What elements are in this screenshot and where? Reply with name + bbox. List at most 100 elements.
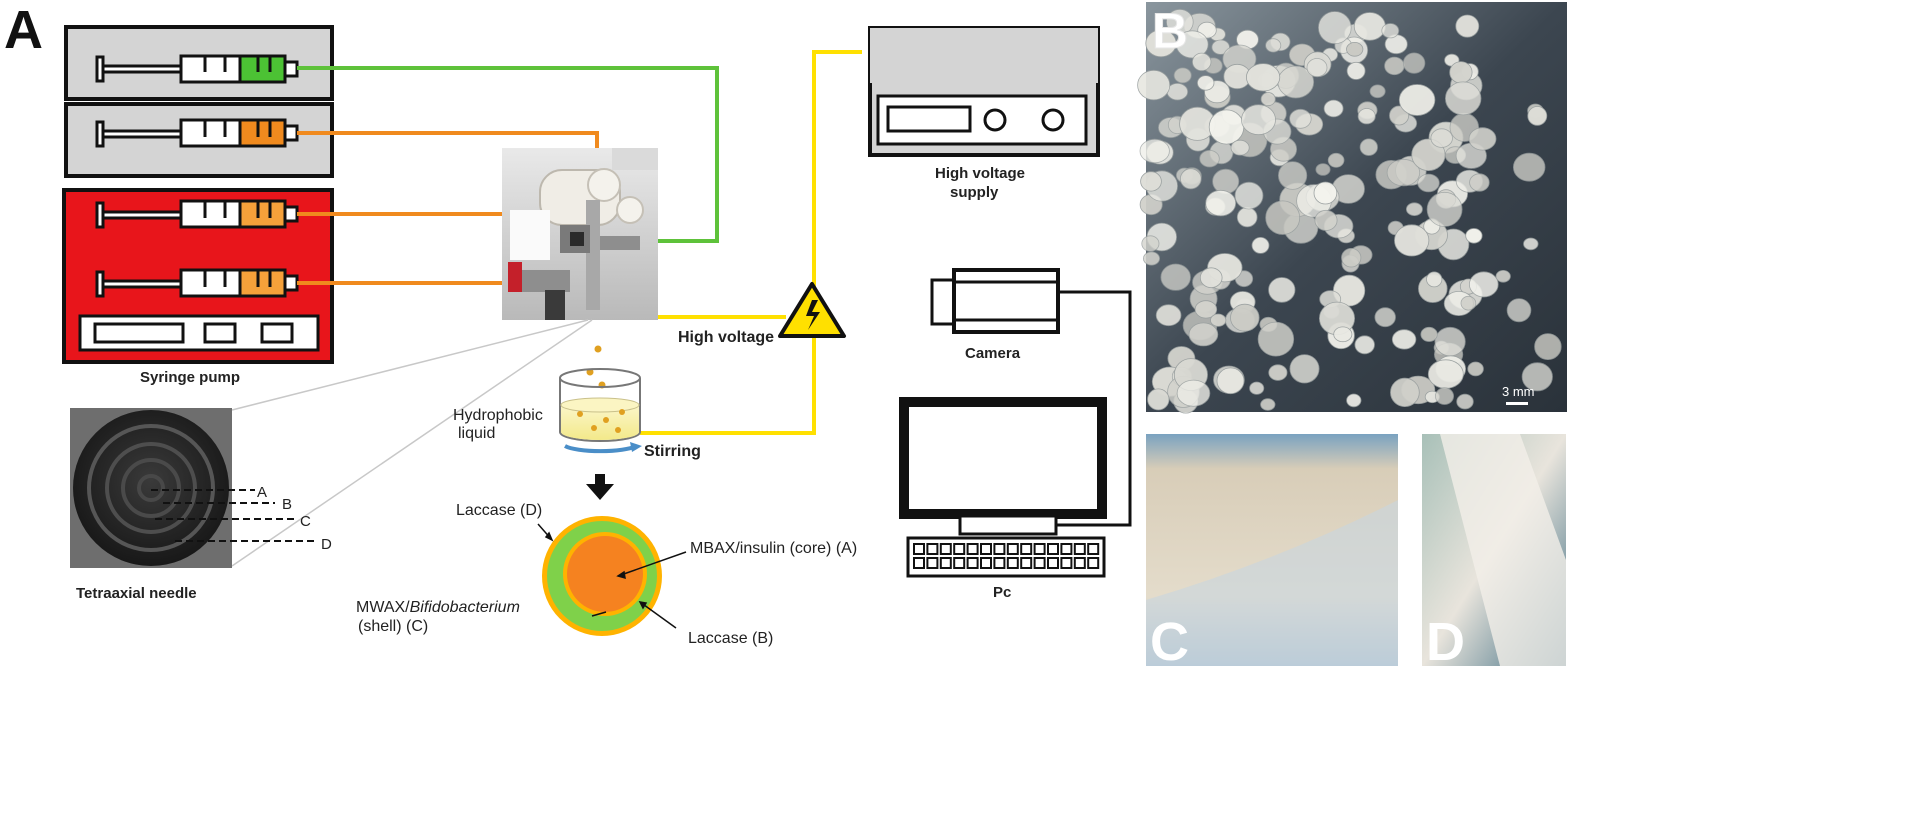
microcapsule-bead [1455, 14, 1480, 38]
microcapsule-bead [1191, 52, 1212, 72]
hydrophobic-liquid-label-1: Hydrophobic [453, 407, 543, 424]
microcapsule-bead [1265, 200, 1301, 235]
microcapsule-bead [1137, 69, 1171, 101]
microcapsule-bead [1265, 38, 1282, 53]
keyboard-key [1020, 557, 1033, 569]
keyboard-key [966, 557, 979, 569]
panel-label-c: C [1150, 612, 1189, 672]
keyboard-key [953, 543, 966, 555]
photo-panel-d: D [1422, 434, 1566, 672]
keyboard-key [1060, 557, 1073, 569]
syringe-pump-green [64, 25, 334, 101]
green-tube [297, 66, 719, 243]
microcapsule-bead [1444, 81, 1482, 116]
microcapsule-bead [1467, 361, 1484, 377]
laccase-b-label: Laccase (B) [688, 630, 773, 647]
high-voltage-supply [868, 26, 1100, 157]
microcapsule-bead [1411, 138, 1446, 172]
keyboard-key [966, 543, 979, 555]
keyboard-key [1073, 557, 1086, 569]
arrow-down-icon [586, 474, 614, 500]
microcapsule-bead [1241, 104, 1276, 136]
microcapsule-bead [1210, 313, 1227, 327]
microcapsule-bead [1506, 298, 1532, 323]
mwax-shell-label-2: (shell) (C) [358, 618, 428, 635]
microcapsule-bead [1434, 326, 1466, 357]
tetraaxial-needle-photo [70, 408, 318, 568]
microcapsule-bead [1394, 224, 1430, 257]
microcapsule-bead [1199, 267, 1223, 289]
monitor-icon [899, 397, 1107, 536]
microcapsule-bead [1427, 359, 1464, 389]
microcapsule-bead [1268, 277, 1296, 303]
microcapsule-bead [1469, 271, 1499, 298]
syringe-orange [95, 118, 299, 148]
microcapsule-bead [1402, 52, 1426, 74]
keyboard-key [953, 557, 966, 569]
microcapsule-bead [1354, 335, 1375, 355]
microcapsule-bead [1341, 248, 1362, 268]
microcapsule-bead [1208, 109, 1245, 145]
microcapsule-bead [1257, 321, 1295, 357]
microcapsule-bead [1323, 99, 1344, 118]
keyboard-key [1087, 543, 1100, 555]
syringe-red-top [95, 199, 299, 229]
microcapsule-bead [1268, 364, 1288, 381]
keyboard-key [993, 543, 1006, 555]
needle-label-a: A [257, 484, 267, 501]
keyboard-key [1033, 543, 1046, 555]
microcapsule-bead [1417, 173, 1440, 193]
yellow-wire-beaker [640, 338, 816, 435]
tetraaxial-needle-label: Tetraaxial needle [76, 585, 197, 602]
keyboard-key [926, 557, 939, 569]
panel-label-b: B [1152, 3, 1188, 59]
microcapsule-bead [1381, 23, 1400, 39]
scale-bar-label: 3 mm [1502, 384, 1535, 399]
high-voltage-label: High voltage [678, 329, 774, 346]
microcapsule-bead [1313, 181, 1338, 205]
keyboard-key [939, 543, 952, 555]
keyboard-key [1020, 543, 1033, 555]
microcapsule-bead [1435, 387, 1455, 405]
syringe-green [95, 54, 299, 84]
microcapsule-bead [1391, 329, 1417, 350]
keyboard-key [1047, 543, 1059, 555]
microcapsule-bead [1327, 152, 1345, 168]
microcapsule-bead [1398, 84, 1436, 116]
warning-high-voltage-icon [778, 282, 846, 338]
microcapsule-bead [1346, 41, 1364, 57]
microcapsule-bead [1521, 362, 1553, 392]
orange-tube-top [297, 131, 599, 152]
mbax-core-label: MBAX/insulin (core) (A) [690, 540, 857, 557]
microcapsule-bead [1318, 11, 1352, 45]
microcapsule-bead [1166, 82, 1189, 101]
droplets [586, 345, 606, 389]
apparatus-photo [502, 148, 658, 320]
microcapsule-bead [1141, 235, 1160, 252]
keyboard-key [1006, 557, 1019, 569]
camera-icon [930, 268, 1060, 334]
microcapsule-bead [1251, 236, 1270, 254]
microcapsule-bead [1534, 333, 1562, 361]
microcapsule-bead [1278, 161, 1308, 190]
microcapsule-bead [1346, 61, 1366, 80]
microcapsule-bead [1216, 367, 1245, 395]
microcapsule-bead [1143, 251, 1161, 266]
microcapsule-bead [1211, 39, 1230, 55]
keyboard-key [926, 543, 939, 555]
needle-label-d: D [321, 536, 332, 553]
needle-label-c: C [300, 513, 311, 530]
keyboard-key [1060, 543, 1073, 555]
microcapsule-bead [1139, 138, 1170, 164]
keyboard-key [980, 557, 992, 569]
microcapsule-bead [1420, 326, 1438, 342]
stirring-label: Stirring [644, 443, 701, 460]
microcapsule-bead [1527, 106, 1548, 126]
microcapsule-bead [1175, 30, 1209, 59]
tubing-lines [297, 50, 862, 435]
microcapsule-bead [1449, 61, 1473, 84]
microcapsule-bead [1426, 191, 1463, 227]
capsule-pointers [537, 523, 687, 629]
microcapsule-bead [1333, 326, 1353, 343]
